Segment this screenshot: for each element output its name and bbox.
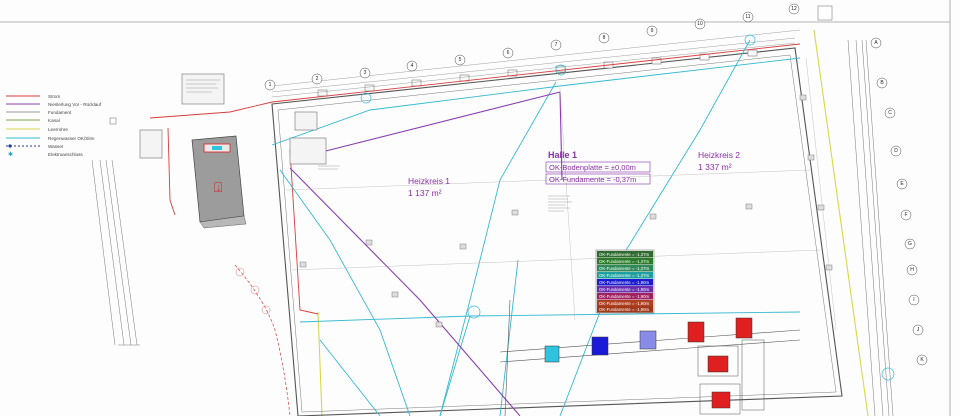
equipment-red-1 bbox=[687, 321, 705, 343]
fundament-row-label: OK-Fundamente = -1,90m bbox=[599, 301, 649, 306]
zone-heizkreis-2: Heizkreis 2 1 337 m² bbox=[698, 150, 740, 172]
legend-item-elektro: ✱ Elektroanschluss bbox=[8, 151, 83, 158]
fundament-row-label: OK-Fundamente = -1,37m bbox=[599, 266, 649, 271]
legend-item-wasser: Wasser bbox=[6, 144, 64, 149]
svg-text:1: 1 bbox=[269, 82, 272, 88]
equipment-red-2 bbox=[735, 317, 753, 339]
svg-text:7: 7 bbox=[555, 42, 558, 48]
svg-text:I: I bbox=[913, 297, 914, 303]
fundament-table: OK-Fundamente = -1,37m OK-Fundamente = -… bbox=[595, 249, 655, 314]
container-building: ⍗ bbox=[191, 135, 247, 229]
equipment-red-4 bbox=[711, 391, 731, 409]
svg-text:F: F bbox=[904, 212, 907, 218]
legend-item-regenwasser: Regenwasser OK/Sitm bbox=[6, 136, 95, 141]
svg-text:C: C bbox=[888, 110, 892, 116]
legend-item-fundament: Fundament bbox=[6, 110, 72, 115]
technical-rooms bbox=[139, 73, 327, 165]
svg-text:9: 9 bbox=[651, 28, 654, 34]
power-lines bbox=[149, 43, 801, 315]
legend: Strom Nieslerlung Vor - Rücklauf Fundame… bbox=[6, 94, 102, 158]
halle-bodenplatte-box bbox=[545, 161, 651, 173]
svg-text:E: E bbox=[900, 181, 904, 187]
legend-item-heating: Nieslerlung Vor - Rücklauf bbox=[6, 102, 102, 107]
zone-heizkreis-1: Heizkreis 1 1 137 m² bbox=[408, 176, 450, 198]
legend-item-kanal: Kanal bbox=[6, 118, 60, 123]
container-symbol-icon: ⍗ bbox=[214, 180, 222, 196]
terrain-lines-right bbox=[847, 39, 894, 416]
svg-text:H: H bbox=[910, 267, 914, 273]
svg-text:B: B bbox=[880, 80, 884, 86]
svg-text:3: 3 bbox=[364, 70, 367, 76]
heating-lines bbox=[289, 91, 563, 416]
power-arc-markers bbox=[235, 267, 271, 315]
equipment-blue bbox=[591, 336, 609, 356]
halle-name: Halle 1 bbox=[548, 150, 577, 160]
rainwater-lines bbox=[271, 39, 801, 416]
svg-text:2: 2 bbox=[316, 76, 319, 82]
grid-axis-right bbox=[870, 37, 928, 366]
svg-text:K: K bbox=[920, 357, 924, 363]
fundament-row-label: OK-Fundamente = -1,90m bbox=[599, 294, 649, 299]
hall-grid-lines bbox=[285, 57, 837, 331]
equipment-blocks bbox=[544, 317, 753, 409]
svg-text:A: A bbox=[874, 40, 878, 46]
halle-fundamente-box bbox=[545, 173, 651, 185]
fundament-row-label: OK-Fundamente = -1,37m bbox=[599, 252, 649, 257]
halle-fundamente: OK-Fundamente = -0,37m bbox=[549, 175, 636, 184]
heizkreis-1-name: Heizkreis 1 bbox=[408, 176, 450, 186]
svg-text:6: 6 bbox=[507, 50, 510, 56]
edge-boxes bbox=[109, 5, 833, 125]
terrain-lines-left bbox=[91, 159, 140, 346]
hall-outline bbox=[271, 47, 843, 416]
fundament-row-label: OK-Fundamente = -1,90m bbox=[599, 307, 649, 312]
svg-text:D: D bbox=[894, 148, 898, 154]
legend-label: Fundament bbox=[48, 110, 72, 115]
grid-axis-top bbox=[264, 3, 800, 91]
halle-bodenplatte: OK-Bodenplatte = ±0,00m bbox=[549, 163, 636, 172]
annotation-hatch-marks bbox=[186, 79, 572, 212]
power-arc bbox=[234, 264, 291, 416]
svg-text:12: 12 bbox=[791, 6, 797, 12]
equipment-cells bbox=[697, 339, 765, 415]
leerrohre-lines bbox=[317, 29, 869, 416]
grid-axis-top-labels: 1 2 3 4 5 6 7 8 9 10 11 12 bbox=[269, 6, 797, 88]
fundament-row-label: OK-Fundamente = -1,37m bbox=[599, 273, 649, 278]
fundament-row-label: OK-Fundamente = -1,90m bbox=[599, 287, 649, 292]
svg-text:5: 5 bbox=[459, 57, 462, 63]
legend-label: Leerrohre bbox=[48, 127, 68, 132]
legend-label: Wasser bbox=[48, 144, 64, 149]
svg-text:J: J bbox=[917, 327, 920, 333]
legend-label: Regenwasser OK/Sitm bbox=[48, 136, 95, 141]
legend-label: Elektroanschluss bbox=[48, 152, 83, 157]
equipment-lilac bbox=[639, 330, 657, 350]
svg-text:8: 8 bbox=[603, 35, 606, 41]
legend-label: Nieslerlung Vor - Rücklauf bbox=[48, 102, 102, 107]
heizkreis-2-area: 1 337 m² bbox=[698, 162, 732, 172]
foundation-points-inner bbox=[299, 94, 833, 328]
zone-halle-1: Halle 1 OK-Bodenplatte = ±0,00m OK-Funda… bbox=[545, 150, 651, 185]
grid-axis-right-labels: A B C D E F G H I J K bbox=[874, 40, 924, 363]
svg-text:11: 11 bbox=[745, 14, 750, 20]
svg-text:10: 10 bbox=[697, 21, 703, 27]
svg-text:4: 4 bbox=[411, 63, 414, 69]
legend-item-leerrohre: Leerrohre bbox=[6, 127, 68, 132]
legend-label: Strom bbox=[48, 94, 60, 99]
dimension-lines-top bbox=[271, 29, 801, 98]
container-cyan-unit bbox=[212, 146, 222, 150]
legend-label: Kanal bbox=[48, 118, 60, 123]
equipment-red-3 bbox=[707, 355, 729, 373]
heizkreis-2-name: Heizkreis 2 bbox=[698, 150, 740, 160]
fundament-row-label: OK-Fundamente = -1,90m bbox=[599, 280, 649, 285]
rainwater-manholes bbox=[360, 34, 895, 381]
svg-text:G: G bbox=[908, 241, 912, 247]
legend-item-strom: Strom bbox=[6, 94, 60, 99]
equipment-cyan bbox=[544, 345, 560, 363]
heizkreis-1-area: 1 137 m² bbox=[408, 188, 442, 198]
fundament-row-label: OK-Fundamente = -1,37m bbox=[599, 259, 649, 264]
star-icon: ✱ bbox=[8, 151, 13, 158]
